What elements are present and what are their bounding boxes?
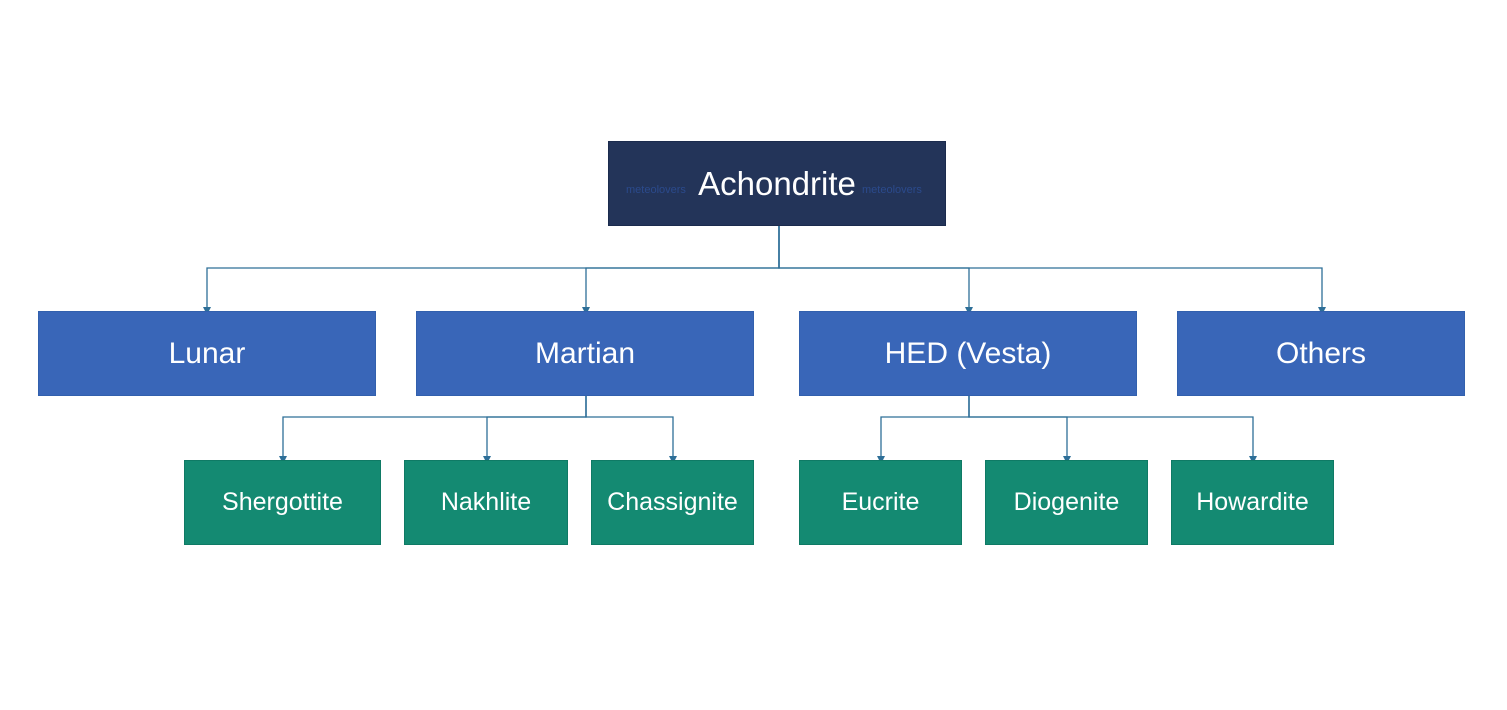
node-hed-vesta: HED (Vesta) bbox=[799, 311, 1137, 396]
connector-hed-to-child-0 bbox=[877, 396, 970, 464]
node-label: Howardite bbox=[1196, 488, 1309, 516]
node-diogenite: Diogenite bbox=[985, 460, 1148, 545]
node-others: Others bbox=[1177, 311, 1465, 396]
node-label: Chassignite bbox=[607, 488, 738, 516]
node-label: Nakhlite bbox=[440, 488, 532, 516]
node-lunar: Lunar bbox=[38, 311, 376, 396]
connector-martian-to-child-1 bbox=[483, 396, 587, 464]
connector-hed-to-child-2 bbox=[968, 396, 1257, 464]
node-eucrite: Eucrite bbox=[799, 460, 962, 545]
node-chassignite: Chassignite bbox=[591, 460, 754, 545]
node-label: Shergottite bbox=[222, 488, 343, 516]
node-howardite: Howardite bbox=[1171, 460, 1334, 545]
connector-martian-to-child-0 bbox=[279, 396, 587, 464]
node-label: HED (Vesta) bbox=[884, 336, 1052, 370]
node-label: Lunar bbox=[168, 336, 246, 370]
connector-root-to-l1-1 bbox=[582, 226, 780, 315]
watermark-right: meteolovers bbox=[862, 184, 922, 196]
watermark-left: meteolovers bbox=[626, 184, 686, 196]
connector-hed-to-child-1 bbox=[968, 396, 1071, 464]
connector-root-to-l1-3 bbox=[778, 226, 1326, 315]
node-label: Achondrite bbox=[698, 164, 856, 202]
node-martian: Martian bbox=[416, 311, 754, 396]
node-label: Eucrite bbox=[841, 488, 920, 516]
node-shergottite: Shergottite bbox=[184, 460, 381, 545]
node-label: Others bbox=[1275, 336, 1367, 370]
node-label: Diogenite bbox=[1013, 488, 1120, 516]
node-nakhlite: Nakhlite bbox=[404, 460, 568, 545]
node-achondrite: Achondrite bbox=[608, 141, 946, 226]
connector-martian-to-child-2 bbox=[585, 396, 677, 464]
node-label: Martian bbox=[534, 336, 636, 370]
